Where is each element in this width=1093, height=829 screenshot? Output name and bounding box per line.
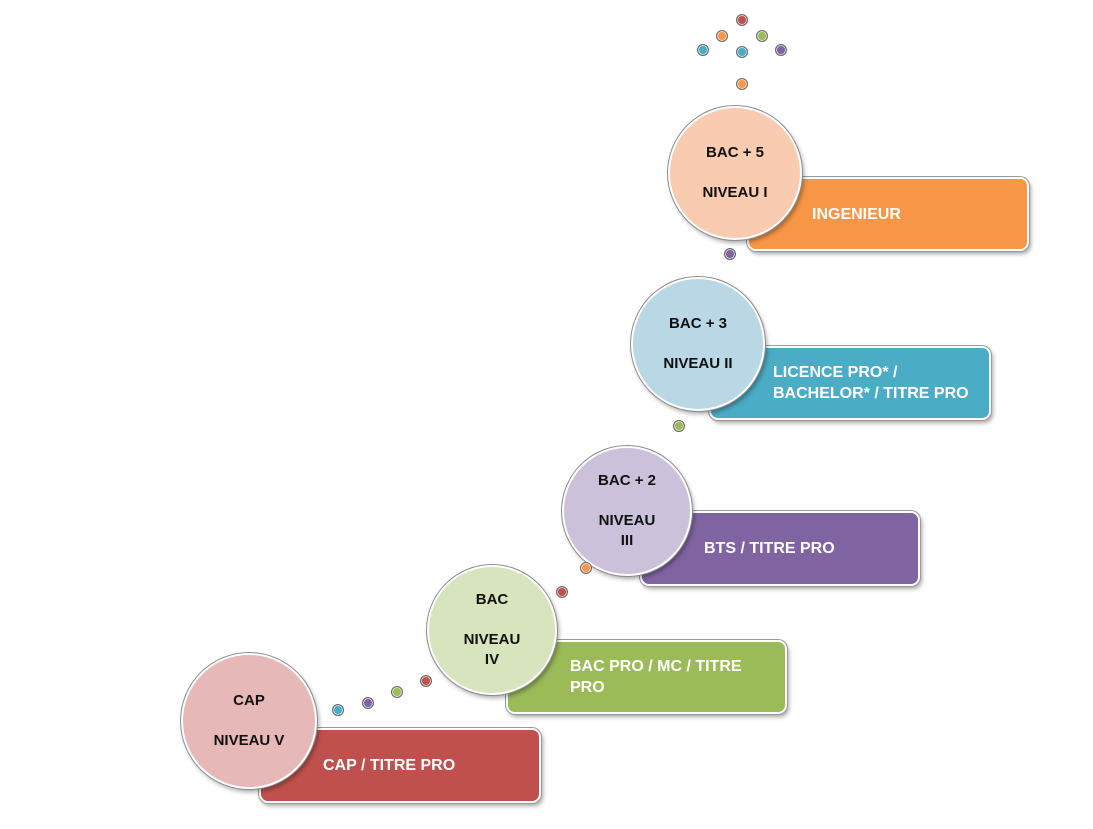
step-title: BAC + 3 — [669, 314, 727, 332]
step-bar-label: BTS / TITRE PRO — [704, 540, 835, 557]
step-level: NIVEAU I — [702, 183, 768, 201]
step-circle-bac-5: BAC + 5 NIVEAU I — [668, 106, 802, 240]
step-circle-bac: BAC NIVEAU IV — [427, 565, 557, 695]
connector-dot — [362, 697, 374, 709]
step-bar-label: LICENCE PRO* / BACHELOR* / TITRE PRO — [773, 364, 969, 402]
step-circle-bac-3: BAC + 3 NIVEAU II — [631, 277, 765, 411]
connector-dot — [391, 686, 403, 698]
step-bar-label: CAP / TITRE PRO — [323, 757, 456, 774]
step-title: BAC — [475, 590, 509, 608]
connector-dot — [756, 30, 768, 42]
step-bar-label: INGENIEUR — [812, 205, 901, 223]
connector-dot — [716, 30, 728, 42]
connector-dot — [332, 704, 344, 716]
connector-dot — [420, 675, 432, 687]
step-level: NIVEAU IV — [463, 630, 521, 668]
connector-dot — [736, 78, 748, 90]
connector-dot — [736, 46, 748, 58]
step-circle-bac-2: BAC + 2 NIVEAU III — [562, 446, 692, 576]
connector-dot — [775, 44, 787, 56]
connector-dot — [673, 420, 685, 432]
step-title: CAP — [233, 691, 265, 709]
step-title: BAC + 5 — [706, 143, 764, 161]
connector-dot — [556, 586, 568, 598]
connector-dot — [736, 14, 748, 26]
step-circle-cap: CAP NIVEAU V — [181, 653, 317, 789]
connector-dot — [580, 562, 592, 574]
step-bar-bac-3: LICENCE PRO* / BACHELOR* / TITRE PRO — [709, 346, 991, 420]
step-title: BAC + 2 — [598, 471, 656, 489]
connector-dot — [724, 248, 736, 260]
step-bar-cap: CAP / TITRE PRO — [259, 728, 541, 803]
step-level: NIVEAU II — [663, 354, 733, 372]
connector-dot — [697, 44, 709, 56]
step-level: NIVEAU III — [598, 511, 656, 549]
step-level: NIVEAU V — [213, 731, 285, 749]
step-bar-label: BAC PRO / MC / TITRE PRO — [570, 658, 742, 696]
